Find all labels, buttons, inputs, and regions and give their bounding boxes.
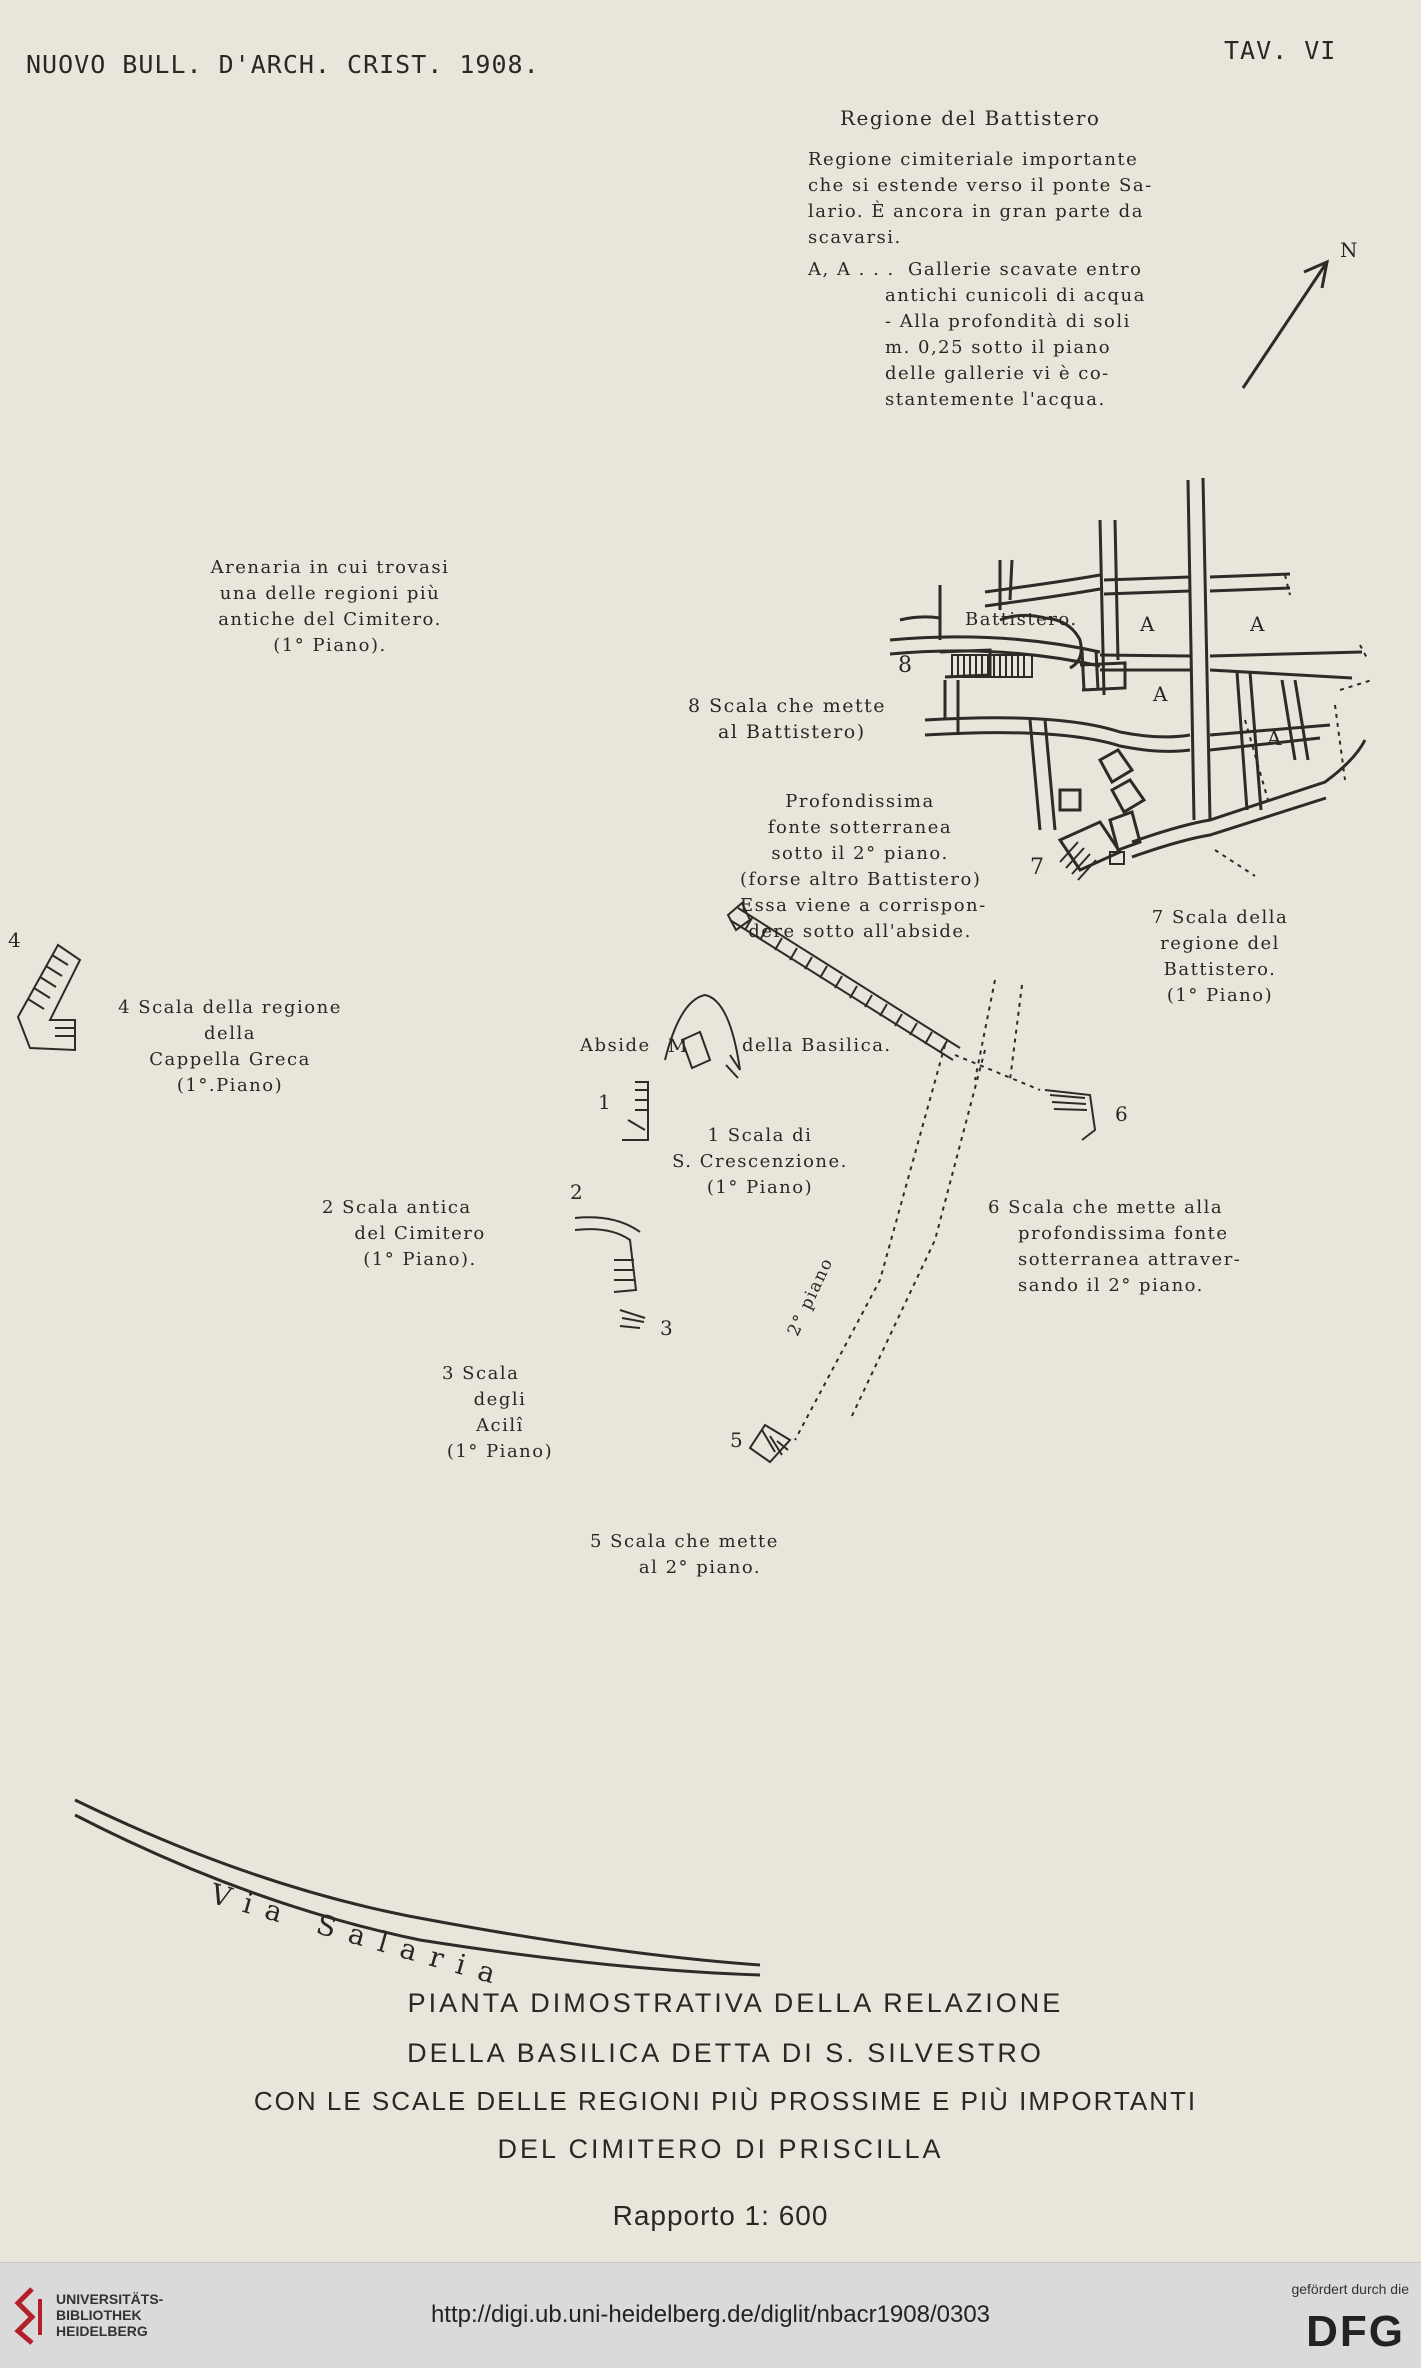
stair-2 — [574, 1216, 641, 1293]
stair-8-caption-line-2: al Battistero) — [718, 721, 866, 743]
stair-1-number: 1 — [598, 1090, 613, 1114]
stair-3-caption-line-3: Acilî — [476, 1415, 524, 1436]
scale-label: Rapporto 1: 600 — [612, 2200, 829, 2231]
stair-1-caption-line-2: S. Crescenzione. — [672, 1151, 848, 1172]
arenaria-line-3: antiche del Cimitero. — [218, 609, 442, 630]
stair-6-caption-line-3: sotterranea attraver- — [1018, 1249, 1242, 1270]
stair-4-caption-line-3: Cappella Greca — [149, 1049, 311, 1070]
plate-title-line-2: DELLA BASILICA DETTA DI S. SILVESTRO — [407, 2038, 1044, 2068]
stair-3 — [619, 1309, 646, 1329]
long-stair-to-basilica — [726, 901, 961, 1061]
stair-1-caption-line-1: 1 Scala di — [707, 1125, 813, 1146]
stair-8-hatch — [951, 654, 1033, 678]
stair-2-caption-line-3: (1° Piano). — [363, 1249, 477, 1270]
arenaria-line-1: Arenaria in cui trovasi — [210, 557, 450, 578]
stair-3-caption-line-4: (1° Piano) — [446, 1441, 554, 1462]
apse-outline — [664, 993, 741, 1079]
stair-2-caption-line-2: del Cimitero — [354, 1223, 486, 1244]
region-note-a-line-3: - Alla profondità di soli — [885, 311, 1131, 332]
stair-4-caption-line-2: della — [204, 1023, 256, 1044]
stair-7-caption-line-4: (1° Piano) — [1166, 985, 1274, 1006]
stair-8-caption-line-1: 8 Scala che mette — [688, 695, 886, 717]
fonte-line-1: Profondissima — [785, 791, 935, 812]
stair-7-caption-line-2: regione del — [1160, 933, 1280, 954]
library-name: UNIVERSITÄTS- BIBLIOTHEK HEIDELBERG — [56, 2291, 163, 2339]
region-a-label-2: A — [1250, 612, 1266, 636]
region-note-title: Regione del Battistero — [840, 106, 1101, 130]
region-note-a-line-6: stantemente l'acqua. — [885, 389, 1106, 410]
region-note-a-line-1: Gallerie scavate entro — [908, 259, 1143, 280]
stair-4-caption-line-1: 4 Scala della regione — [118, 997, 342, 1018]
region-note-a-line-2: antichi cunicoli di acqua — [885, 285, 1146, 306]
stair-6-caption-line-2: profondissima fonte — [1018, 1223, 1229, 1244]
fonte-line-3: sotto il 2° piano. — [771, 843, 949, 864]
plate-title-line-3: CON LE SCALE DELLE REGIONI PIÙ PROSSIME … — [253, 2086, 1198, 2116]
arenaria-line-2: una delle regioni più — [219, 583, 441, 604]
library-name-line-2: BIBLIOTHEK — [56, 2307, 142, 2323]
region-a-label-3: A — [1153, 682, 1169, 706]
stair-3-caption-line-2: degli — [473, 1389, 527, 1410]
fonte-line-2: fonte sotterranea — [767, 817, 953, 838]
stair-3-caption-line-1: 3 Scala — [442, 1363, 520, 1384]
university-library-logo-icon — [14, 2287, 42, 2345]
plate-title-line-4: DEL CIMITERO DI PRISCILLA — [497, 2134, 944, 2164]
stair-2-number: 2 — [570, 1180, 585, 1204]
stair-4 — [16, 943, 82, 1052]
region-a-label-4: A — [1267, 726, 1283, 750]
region-a-label-1: A — [1140, 612, 1156, 636]
dfg-logo: DFG — [1306, 2307, 1405, 2356]
stair-4-number: 4 — [8, 928, 23, 952]
stair-6-caption-line-1: 6 Scala che mette alla — [988, 1197, 1224, 1218]
fonte-line-4: (forse altro Battistero) — [740, 869, 982, 890]
plate-number: TAV. VI — [1224, 36, 1337, 65]
region-note-line-1: Regione cimiteriale importante — [808, 149, 1139, 170]
library-name-line-3: HEIDELBERG — [56, 2323, 148, 2339]
della-basilica-label: della Basilica. — [742, 1035, 892, 1056]
stair-7-hatch — [1059, 841, 1125, 881]
region-note-line-4: scavarsi. — [808, 227, 902, 248]
m-label: M — [668, 1035, 689, 1057]
stair-5-number: 5 — [730, 1428, 745, 1452]
region-note-a-line-4: m. 0,25 sotto il piano — [885, 337, 1112, 358]
map-plate: NUOVO BULL. D'ARCH. CRIST. 1908. TAV. VI — [8, 36, 1373, 2231]
abside-label: Abside — [580, 1035, 651, 1056]
catacomb-plan-map — [16, 259, 1373, 1977]
via-salaria-road — [74, 1798, 761, 1977]
region-note-a-label: A, A . . . — [808, 259, 895, 280]
stair-7-caption-line-3: Battistero. — [1163, 959, 1277, 980]
funded-by-label: gefördert durch die — [1291, 2281, 1409, 2297]
digitization-footer: UNIVERSITÄTS- BIBLIOTHEK HEIDELBERG http… — [0, 2262, 1421, 2368]
north-arrow-icon — [1241, 259, 1330, 389]
stair-6 — [1044, 1089, 1097, 1141]
stair-3-number: 3 — [660, 1316, 675, 1340]
arenaria-line-4: (1° Piano). — [273, 635, 387, 656]
source-url-link[interactable]: http://digi.ub.uni-heidelberg.de/diglit/… — [430, 2301, 991, 2328]
stair-8-number: 8 — [898, 653, 914, 678]
plate-title-line-1: PIANTA DIMOSTRATIVA DELLA RELAZIONE — [407, 1988, 1064, 2018]
stair-7-number: 7 — [1030, 855, 1046, 880]
stair-1-caption-line-3: (1° Piano) — [706, 1177, 814, 1198]
north-label: N — [1340, 238, 1359, 262]
stair-7-caption-line-1: 7 Scala della — [1151, 907, 1289, 928]
journal-header: NUOVO BULL. D'ARCH. CRIST. 1908. — [26, 50, 540, 79]
stair-2-caption-line-1: 2 Scala antica — [322, 1197, 472, 1218]
region-note-line-3: lario. È ancora in gran parte da — [808, 201, 1144, 222]
library-name-line-1: UNIVERSITÄTS- — [56, 2291, 164, 2307]
fonte-line-6: dere sotto all'abside. — [748, 921, 972, 942]
stair-6-caption-line-4: sando il 2° piano. — [1018, 1275, 1204, 1296]
stair-5-caption-line-1: 5 Scala che mette — [590, 1531, 779, 1552]
battistero-label: Battistero. — [965, 609, 1078, 630]
stair-1 — [622, 1081, 649, 1141]
stair-6-number: 6 — [1115, 1102, 1130, 1126]
stair-5 — [748, 1423, 792, 1464]
region-note-line-2: che si estende verso il ponte Sa- — [808, 175, 1153, 196]
fonte-line-5: Essa viene a corrispon- — [740, 895, 987, 916]
region-note-a-line-5: delle gallerie vi è co- — [885, 363, 1110, 384]
stair-4-caption-line-4: (1°.Piano) — [176, 1075, 284, 1096]
stair-5-caption-line-2: al 2° piano. — [638, 1557, 762, 1578]
